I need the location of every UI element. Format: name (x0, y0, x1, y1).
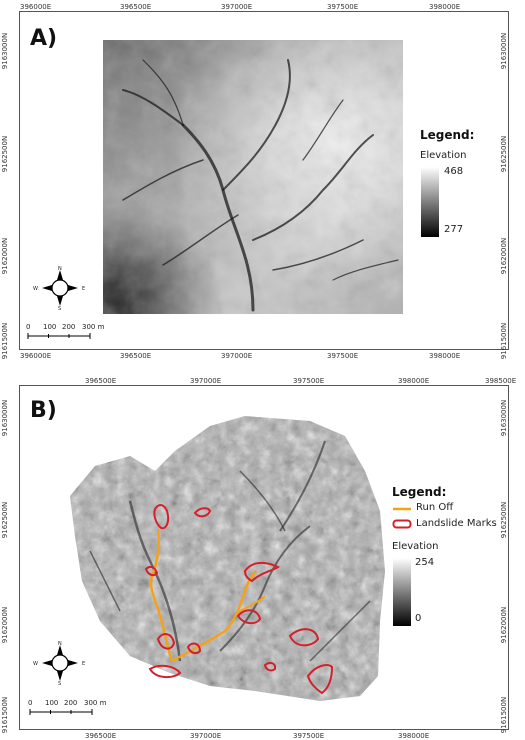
scale-label: 0 (28, 699, 33, 707)
y-tick-left: 9163000N (1, 32, 10, 70)
legend-title: Legend: (420, 128, 475, 142)
y-tick-right: 9163000N (500, 32, 509, 70)
x-tick-bottom: 397500E (293, 732, 325, 740)
landslide-mark (156, 633, 176, 650)
y-tick-right: 9162500N (500, 501, 509, 539)
x-tick-bottom: 396000E (20, 352, 52, 360)
landslide-mark (243, 561, 281, 583)
landslide-overlay (144, 504, 334, 695)
x-tick-top: 397000E (190, 377, 222, 385)
north-arrow-icon (42, 645, 78, 681)
x-tick-bottom: 398000E (429, 352, 461, 360)
scale-label: 300 m (82, 323, 105, 331)
landslide-swatch (392, 519, 412, 529)
y-tick-left: 9162500N (1, 135, 10, 173)
panel-label: A) (30, 26, 58, 51)
x-tick-bottom: 396500E (85, 732, 117, 740)
legend-min-value: 277 (444, 224, 464, 235)
landslide-mark (306, 664, 334, 695)
x-tick-bottom: 397000E (190, 732, 222, 740)
scale-bar (27, 333, 91, 339)
landslide-mark (263, 661, 277, 672)
scale-label: 200 (64, 699, 78, 707)
x-tick-top: 397500E (327, 3, 359, 11)
compass-w: W (33, 286, 38, 292)
legend-title: Legend: (392, 485, 447, 499)
run-off-line (239, 595, 266, 612)
scale-bar (29, 709, 93, 715)
y-tick-left: 9162000N (1, 606, 10, 644)
x-tick-bottom: 398000E (398, 732, 430, 740)
x-tick-top: 396000E (20, 3, 52, 11)
x-tick-top: 398500E (485, 377, 517, 385)
panel-a-map: 396000E 396500E 397000E 397500E 398000E … (1, 3, 509, 360)
compass-e: E (82, 286, 86, 292)
landslide-mark (144, 565, 159, 577)
x-tick-bottom: 396500E (120, 352, 152, 360)
landslide-mark (193, 507, 212, 518)
hillshade-map (70, 416, 385, 701)
compass-n: N (58, 266, 62, 272)
y-tick-left: 9161500N (1, 696, 10, 734)
x-tick-bottom: 397500E (327, 352, 359, 360)
y-tick-right: 9161500N (500, 322, 509, 360)
x-tick-top: 396500E (120, 3, 152, 11)
scale-label: 0 (26, 323, 31, 331)
x-tick-top: 397000E (221, 3, 253, 11)
scale-label: 100 (45, 699, 59, 707)
y-tick-left: 9162000N (1, 237, 10, 275)
panel-label: B) (30, 398, 57, 423)
scale-label: 100 (43, 323, 57, 331)
x-tick-top: 396500E (85, 377, 117, 385)
elevation-color-ramp (393, 558, 411, 626)
x-tick-bottom: 397000E (221, 352, 253, 360)
y-tick-right: 9162500N (500, 135, 509, 173)
x-tick-top: 397500E (293, 377, 325, 385)
panel-b-map: 396500E 397000E 397500E 398000E 398500E … (1, 377, 516, 740)
legend-landslide: Landslide Marks (416, 518, 497, 529)
north-arrow-icon (42, 270, 78, 306)
y-tick-right: 9163000N (500, 399, 509, 437)
y-tick-left: 9161500N (1, 322, 10, 360)
y-tick-left: 9163000N (1, 399, 10, 437)
run-off-line (171, 570, 257, 663)
run-off-swatch (393, 507, 411, 511)
landslide-mark (153, 504, 170, 530)
y-tick-right: 9162000N (500, 237, 509, 275)
compass-s: S (58, 306, 62, 312)
landslide-mark (186, 642, 202, 655)
landslide-mark (288, 628, 320, 647)
scale-label: 200 (62, 323, 76, 331)
landslide-mark (148, 664, 182, 679)
y-tick-left: 9162500N (1, 501, 10, 539)
run-off-line (149, 528, 174, 662)
x-tick-top: 398000E (429, 3, 461, 11)
legend-max-value: 254 (415, 557, 435, 568)
landslide-mark (236, 609, 262, 625)
elevation-color-ramp (421, 167, 439, 237)
elevation-raster (103, 40, 403, 314)
legend-min-value: 0 (415, 613, 422, 624)
compass-e: E (82, 661, 86, 667)
legend-run-off: Run Off (416, 502, 454, 513)
y-tick-right: 9162000N (500, 606, 509, 644)
legend-elevation-label: Elevation (420, 150, 467, 161)
compass-n: N (58, 641, 62, 647)
compass-w: W (33, 661, 38, 667)
legend-elevation-label: Elevation (392, 541, 439, 552)
scale-label: 300 m (84, 699, 107, 707)
y-tick-right: 9161500N (500, 696, 509, 734)
legend-max-value: 468 (444, 166, 464, 177)
compass-s: S (58, 681, 62, 687)
x-tick-top: 398000E (398, 377, 430, 385)
